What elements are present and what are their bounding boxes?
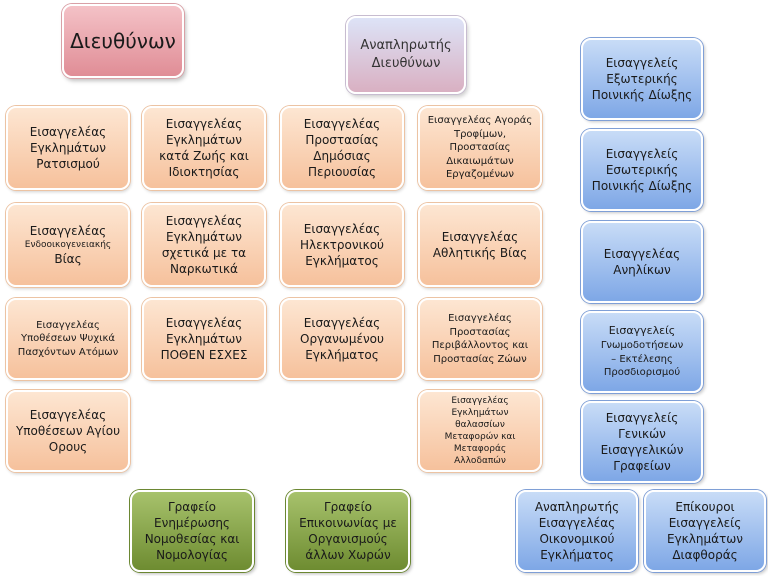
food-market-prosecutor-box: Εισαγγελέας Αγοράς Τροφίμων, Προστασίας … [418, 106, 542, 190]
deputy-director-box: Αναπληρωτής Διευθύνων [346, 16, 466, 94]
domestic-violence-middle: Ενδοοικογενειακής [24, 239, 112, 250]
sports-violence-prosecutor-box: Εισαγγελέας Αθλητικής Βίας [418, 203, 542, 287]
narcotics-prosecutor-label: Εισαγγελέας Εγκλημάτων σχετικά με τα Ναρ… [161, 213, 247, 277]
communication-office-label: Γραφείο Επικοινωνίας με Οργανισμούς άλλω… [299, 499, 397, 563]
communication-office-box: Γραφείο Επικοινωνίας με Οργανισμούς άλλω… [286, 490, 410, 572]
economic-crime-prosecutor-box: Αναπληρωτής Εισαγγελέας Οικονομικού Εγκλ… [516, 490, 638, 572]
public-property-prosecutor-box: Εισαγγελέας Προστασίας Δημόσιας Περιουσί… [280, 106, 404, 190]
general-offices-prosecutors-box: Εισαγγελείς Γενικών Εισαγγελικών Γραφείω… [581, 401, 703, 483]
maritime-prosecutor-box: Εισαγγελέας Εγκλημάτων θαλασσίων Μεταφορ… [418, 390, 542, 472]
juveniles-prosecutor-label: Εισαγγελέας Ανηλίκων [603, 246, 681, 277]
domestic-criminal-prosecutors-label: Εισαγγελείς Εσωτερικής Ποινικής Δίωξης [591, 146, 693, 194]
domestic-violence-end: Βίας [54, 252, 82, 267]
foreign-criminal-prosecutors-label: Εισαγγελείς Εξωτερικής Ποινικής Δίωξης [591, 55, 693, 103]
foreign-criminal-prosecutors-box: Εισαγγελείς Εξωτερικής Ποινικής Δίωξης [581, 38, 703, 120]
opinions-prosecutors-box: Εισαγγελείς Γνωμοδοτήσεων – Εκτέλεσης Πρ… [581, 311, 703, 393]
life-property-prosecutor-box: Εισαγγελέας Εγκλημάτων κατά Ζωής και Ιδι… [142, 106, 266, 190]
racism-prosecutor-box: Εισαγγελέας Εγκλημάτων Ρατσισμού [6, 106, 130, 190]
domestic-criminal-prosecutors-box: Εισαγγελείς Εσωτερικής Ποινικής Δίωξης [581, 129, 703, 211]
racism-prosecutor-label: Εισαγγελέας Εγκλημάτων Ρατσισμού [29, 124, 107, 172]
pothen-esches-prosecutor-box: Εισαγγελέας Εγκλημάτων ΠΟΘΕΝ ΕΣΧΕΣ [142, 298, 266, 380]
environment-prosecutor-label: Εισαγγελέας Προστασίας Περιβάλλοντος και… [431, 313, 529, 365]
public-property-prosecutor-label: Εισαγγελέας Προστασίας Δημόσιας Περιουσί… [303, 116, 381, 180]
director-label: Διευθύνων [70, 28, 176, 53]
domestic-violence-title: Εισαγγελέας [29, 223, 107, 238]
cybercrime-prosecutor-box: Εισαγγελέας Ηλεκτρονικού Εγκλήματος [280, 203, 404, 287]
organized-crime-prosecutor-box: Εισαγγελέας Οργανωμένου Εγκλήματος [280, 298, 404, 380]
mental-patients-prosecutor-box: Εισαγγελέας Υποθέσεων Ψυχικά Πασχόντων Α… [6, 298, 130, 380]
mount-athos-prosecutor-label: Εισαγγελέας Υποθέσεων Αγίου Ορους [15, 407, 121, 455]
life-property-prosecutor-label: Εισαγγελέας Εγκλημάτων κατά Ζωής και Ιδι… [159, 116, 249, 180]
environment-prosecutor-box: Εισαγγελέας Προστασίας Περιβάλλοντος και… [418, 298, 542, 380]
opinions-title: Εισαγγελείς [608, 324, 676, 338]
mental-patients-prosecutor-label: Εισαγγελέας Υποθέσεων Ψυχικά Πασχόντων Α… [17, 319, 119, 358]
cybercrime-prosecutor-label: Εισαγγελέας Ηλεκτρονικού Εγκλήματος [300, 221, 384, 269]
deputy-director-label: Αναπληρωτής Διευθύνων [360, 38, 452, 71]
opinions-end: – Εκτέλεσης Προσδιορισμού [603, 353, 681, 379]
juveniles-prosecutor-box: Εισαγγελέας Ανηλίκων [581, 221, 703, 303]
pothen-esches-prosecutor-label: Εισαγγελέας Εγκλημάτων ΠΟΘΕΝ ΕΣΧΕΣ [160, 315, 248, 363]
narcotics-prosecutor-box: Εισαγγελέας Εγκλημάτων σχετικά με τα Ναρ… [142, 203, 266, 287]
corruption-prosecutors-box: Επίκουροι Εισαγγελείς Εγκλημάτων Διαφθορ… [644, 490, 766, 572]
mount-athos-prosecutor-box: Εισαγγελέας Υποθέσεων Αγίου Ορους [6, 390, 130, 472]
food-market-prosecutor-label: Εισαγγελέας Αγοράς Τροφίμων, Προστασίας … [427, 115, 533, 181]
maritime-prosecutor-label: Εισαγγελέας Εγκλημάτων θαλασσίων Μεταφορ… [444, 395, 516, 467]
corruption-prosecutors-label: Επίκουροι Εισαγγελείς Εγκλημάτων Διαφθορ… [667, 499, 743, 563]
general-offices-prosecutors-label: Εισαγγελείς Γενικών Εισαγγελικών Γραφείω… [600, 410, 684, 474]
economic-crime-prosecutor-label: Αναπληρωτής Εισαγγελέας Οικονομικού Εγκλ… [534, 499, 620, 563]
organized-crime-prosecutor-label: Εισαγγελέας Οργανωμένου Εγκλήματος [300, 315, 384, 363]
legislation-office-box: Γραφείο Ενημέρωσης Νομοθεσίας και Νομολο… [130, 490, 254, 572]
opinions-middle: Γνωμοδοτήσεων [600, 340, 684, 352]
director-box: Διευθύνων [62, 4, 184, 78]
sports-violence-prosecutor-label: Εισαγγελέας Αθλητικής Βίας [432, 229, 528, 260]
domestic-violence-prosecutor-box: Εισαγγελέας Ενδοοικογενειακής Βίας [6, 203, 130, 287]
legislation-office-label: Γραφείο Ενημέρωσης Νομοθεσίας και Νομολο… [144, 499, 240, 563]
